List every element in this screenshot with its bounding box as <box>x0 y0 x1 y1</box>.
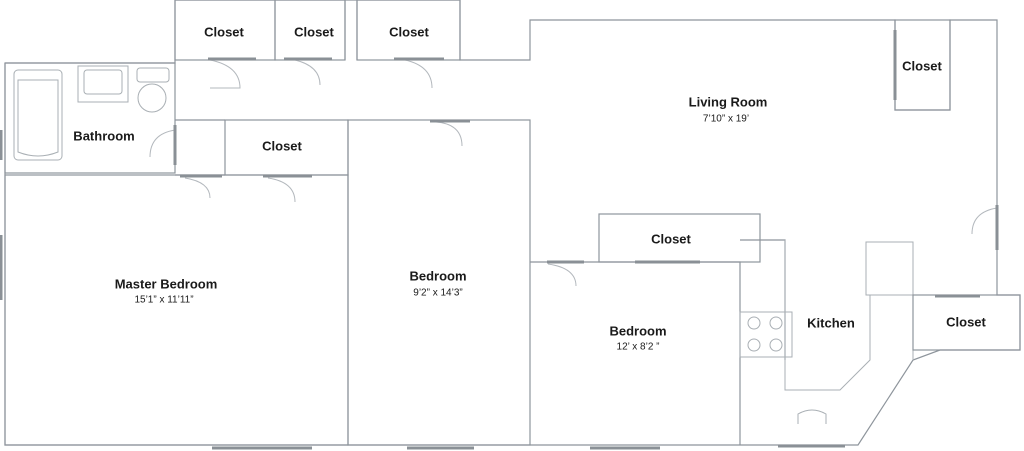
closet-kitchen-label: Closet <box>946 314 986 330</box>
living-room-label: Living Room <box>688 94 768 110</box>
closet-middle-label: Closet <box>262 138 302 154</box>
outer-wall <box>4 0 1021 446</box>
closet-bedroom-label: Closet <box>651 231 691 247</box>
closet-2-label: Closet <box>294 24 334 40</box>
master-bedroom-wall <box>4 174 349 446</box>
bedroom-1-dim: 9’2” x 14’3” <box>413 287 463 299</box>
bedroom-1-label: Bedroom <box>409 268 467 284</box>
closet-1-label: Closet <box>204 24 244 40</box>
kitchen-label: Kitchen <box>807 315 855 331</box>
master-bedroom-label: Master Bedroom <box>114 276 218 292</box>
master-bedroom-dim: 15’1” x 11’11” <box>134 294 194 306</box>
closet-living-label: Closet <box>902 58 942 74</box>
closet-3-label: Closet <box>389 24 429 40</box>
living-room-dim: 7’10” x 19’ <box>702 113 750 125</box>
bathroom-wall <box>4 62 176 174</box>
bedroom-2-label: Bedroom <box>609 323 667 339</box>
bedroom-2-dim: 12’ x 8’2 ” <box>616 341 660 353</box>
bathroom-label: Bathroom <box>73 128 135 144</box>
